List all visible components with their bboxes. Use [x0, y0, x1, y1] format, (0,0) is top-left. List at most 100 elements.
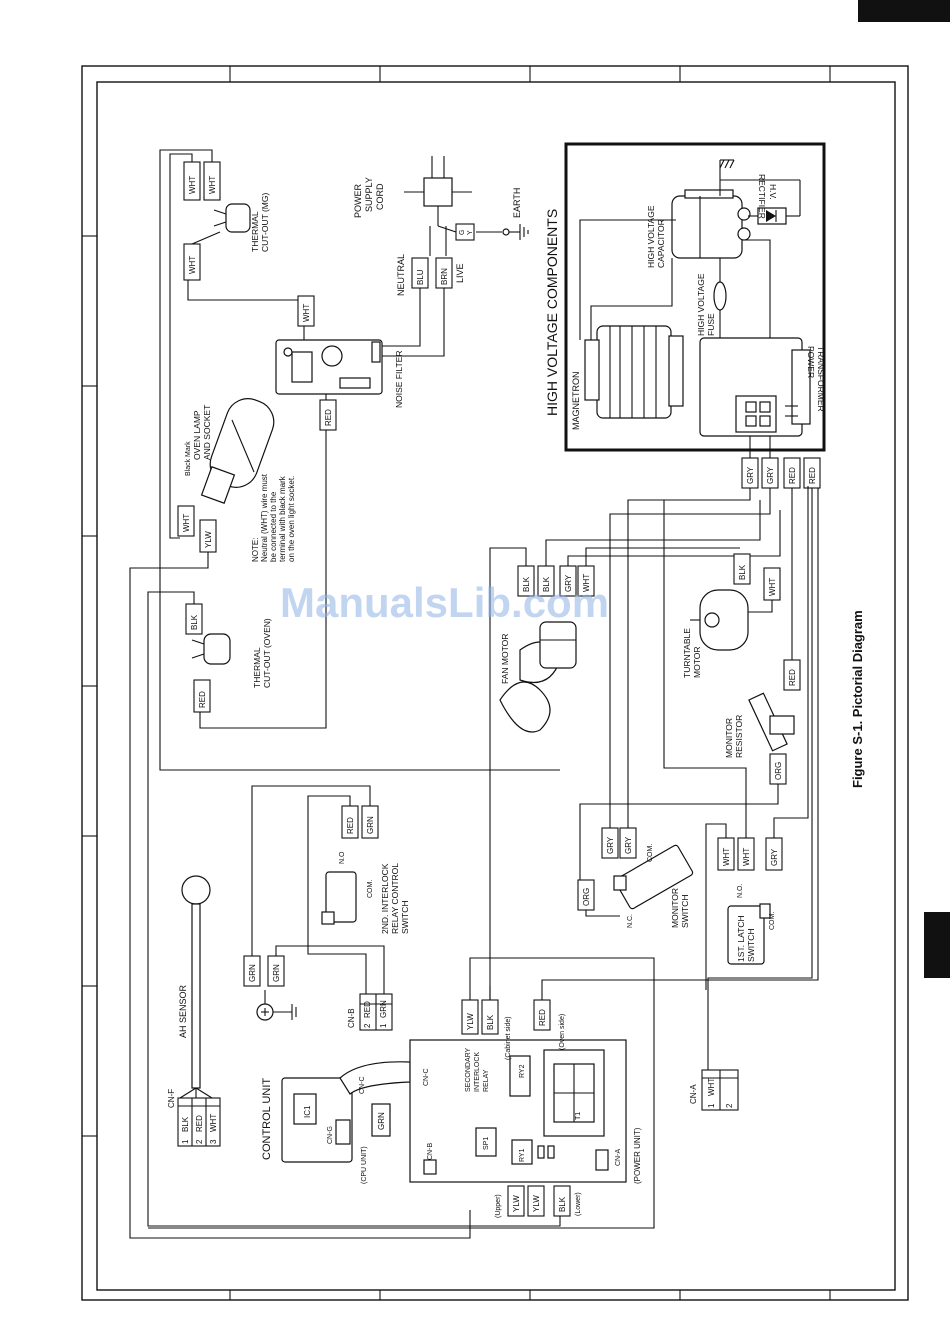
wire-nf-red [199, 394, 327, 729]
thermal-oven-2: CUT-OUT (OVEN) [262, 618, 272, 688]
wht-label-mg2: WHT [208, 176, 217, 194]
hv-capacitor [671, 189, 751, 259]
wht-tag-lamp [177, 505, 195, 537]
thermal-mg [213, 203, 251, 233]
page-tab [858, 0, 950, 22]
transformer-label-2: TRANSFORMER [816, 346, 826, 412]
hv-fuse [713, 258, 727, 338]
interlock-switch-2nd [321, 871, 357, 925]
secondary-relay-2: INTERLOCK [474, 1052, 481, 1092]
cnb-pin1: 1 [379, 1023, 388, 1028]
wht-label-ls1: WHT [722, 848, 731, 866]
wire-ry2-ylw [148, 957, 655, 1229]
gry-label-pt1: GRY [746, 466, 755, 484]
red-label-il: RED [346, 817, 355, 834]
turntable-2: MOTOR [692, 647, 702, 678]
frame-ticks [82, 66, 831, 1300]
wire-ls-gry [773, 486, 809, 838]
thermal-oven [191, 633, 231, 665]
red-label-mr: RED [788, 669, 797, 686]
hv-wire-magnetron [590, 258, 673, 340]
cna-connector [701, 1069, 739, 1111]
cng-label: CN-G [327, 1126, 334, 1144]
hv-rectifier [719, 159, 801, 225]
transformer-label-1: POWER [806, 346, 816, 378]
turntable-1: TURNTABLE [682, 628, 692, 678]
wire-fan-wht [585, 547, 740, 566]
turntable-motor [690, 589, 749, 651]
cord-label-3: CORD [375, 183, 385, 210]
wire-mr-org [579, 784, 779, 880]
wht-label-nf: WHT [302, 304, 311, 322]
latch-no: N.O. [737, 884, 744, 898]
wht-label-mg3: WHT [188, 256, 197, 274]
wire-neutral [380, 288, 421, 347]
interlock-2: RELAY CONTROL [390, 863, 400, 934]
sp1-label: SP1 [483, 1137, 490, 1150]
wire-il-grn [251, 785, 371, 956]
monitor-resistor [748, 692, 795, 752]
latch-1: 1ST. LATCH [736, 915, 746, 962]
wht-label-fan: WHT [582, 574, 591, 592]
ry1-label: RY1 [519, 1148, 526, 1162]
thermal-mg-1: THERMAL [250, 211, 260, 252]
wire-live [380, 288, 445, 357]
upper-label: (Upper) [495, 1194, 502, 1218]
gry-label-ls: GRY [770, 848, 779, 866]
blk-label-ry2: BLK [486, 1014, 495, 1030]
cord-label-1: POWER [353, 183, 363, 218]
cnf-pin1: 1 [181, 1139, 190, 1144]
gry-tag-ms1 [601, 827, 619, 859]
note-block: NOTE: Neutral (WHT) wire must be connect… [251, 473, 296, 562]
fan-motor-label: FAN MOTOR [500, 634, 510, 684]
noise-filter-label: NOISE FILTER [394, 351, 404, 408]
grn-label-e2: GRN [272, 964, 281, 982]
ic1-label: IC1 [303, 1105, 312, 1118]
ylw-label-ry2: YLW [466, 1013, 475, 1030]
wire-ry2-red [541, 488, 819, 1000]
wire-ms-org [585, 910, 620, 917]
cpu-unit-label: (CPU UNIT) [361, 1146, 368, 1184]
red-label-oven: RED [198, 691, 207, 708]
blk-tag-tt [733, 553, 751, 585]
ylw-label-ry1a: YLW [512, 1195, 521, 1212]
blk-label-ry1: BLK [558, 1196, 567, 1212]
wire-ls-wht [705, 823, 727, 990]
latch-switch-1st [727, 903, 771, 965]
wire-fan-blk [489, 547, 527, 1000]
monitor-com: COM. [647, 844, 654, 862]
capacitor-label-1: HIGH VOLTAGE [646, 205, 656, 268]
ylw-tag-ry1a [507, 1185, 525, 1217]
secondary-relay-3: RELAY [483, 1069, 490, 1092]
rectifier-label-1: H.V. [768, 184, 778, 200]
blk-label-tt: BLK [738, 564, 747, 580]
grn-tag-e1 [243, 955, 261, 987]
fuse-label-1: HIGH VOLTAGE [696, 273, 706, 336]
red-tag-nf [319, 399, 337, 431]
cnb-label: CN-B [347, 1008, 356, 1028]
cnf-c2: RED [195, 1115, 204, 1132]
earth-label: EARTH [512, 188, 522, 218]
org-label-ms: ORG [582, 888, 591, 906]
cnc-label-cpu: CN-C [359, 1077, 366, 1095]
cnb-connector [359, 993, 393, 1031]
blu-label: BLU [416, 269, 425, 285]
power-cord [404, 156, 529, 256]
wire-tt-wht [748, 600, 773, 613]
wire-pt-gry1 [627, 488, 751, 828]
ylw-tag-ry1b [527, 1185, 545, 1217]
figure-caption: Figure S-1. Pictorial Diagram [850, 610, 865, 788]
wht-label-ls2: WHT [742, 848, 751, 866]
gry-label-ms2: GRY [624, 836, 633, 854]
wire-fan-blk2 [545, 500, 761, 566]
wht-label-mg1: WHT [188, 176, 197, 194]
monitor-switch-2: SWITCH [680, 894, 690, 928]
live-label: LIVE [455, 263, 465, 283]
cnb-c1: GRN [379, 1000, 388, 1018]
note-line-3: be connected to the [269, 491, 278, 562]
wire-pt-red2 [707, 488, 813, 1110]
interlock-3: SWITCH [400, 900, 410, 934]
monitor-resistor-1: MONITOR [724, 718, 734, 758]
t1-label: T1 [575, 1112, 582, 1120]
wire-mg-short [191, 231, 221, 245]
